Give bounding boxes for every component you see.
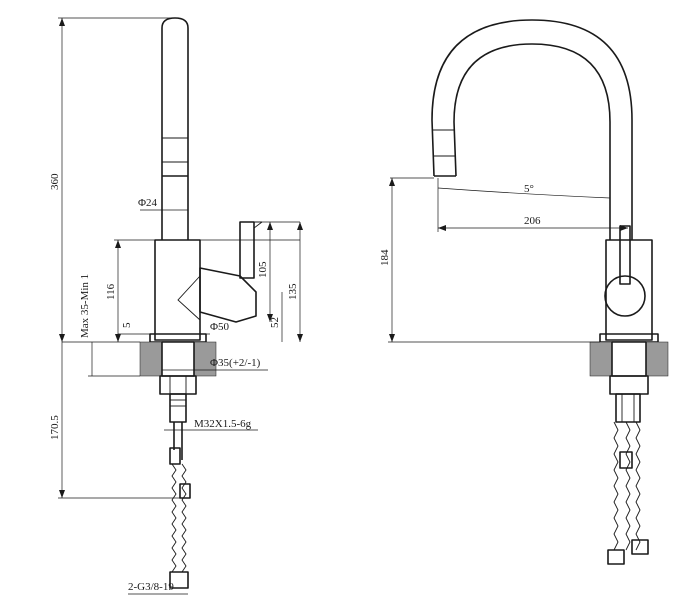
right-braided-hose bbox=[625, 421, 631, 551]
right-braided-hose bbox=[635, 421, 641, 551]
label-206: 206 bbox=[524, 215, 541, 227]
left-mixer-cone bbox=[177, 275, 201, 321]
arrowhead bbox=[115, 334, 121, 342]
label-thread: M32X1.5-6g bbox=[194, 418, 252, 430]
arrowhead bbox=[115, 240, 121, 248]
arrowhead bbox=[59, 490, 65, 498]
left-braided-hose bbox=[181, 463, 187, 573]
left-mixer-housing bbox=[199, 267, 257, 323]
arrowhead bbox=[267, 314, 273, 322]
right-mixer-cap bbox=[604, 275, 646, 317]
left-lever-handle bbox=[239, 221, 255, 279]
label-52: 52 bbox=[269, 317, 281, 328]
arrowhead bbox=[438, 225, 446, 231]
left-braided-hose bbox=[171, 463, 177, 573]
right-mounting-shank bbox=[611, 341, 647, 377]
dimension-arrowheads bbox=[59, 18, 628, 498]
left-faucet-body bbox=[154, 239, 201, 341]
label-170-5: 170.5 bbox=[49, 415, 61, 440]
left-hose-fitting bbox=[169, 447, 181, 465]
arrowhead bbox=[389, 334, 395, 342]
label-deck-thickness: Max 35-Min 1 bbox=[79, 274, 91, 338]
arrowhead bbox=[59, 334, 65, 342]
right-countertop-right bbox=[645, 341, 669, 377]
left-lever-top bbox=[253, 221, 263, 229]
label-5: 5 bbox=[121, 322, 133, 328]
left-threaded-rod bbox=[169, 393, 187, 423]
arrowhead bbox=[59, 18, 65, 26]
right-countertop-left bbox=[589, 341, 613, 377]
label-360: 360 bbox=[49, 173, 61, 190]
left-hose bbox=[173, 422, 183, 460]
right-braided-hose bbox=[613, 421, 619, 551]
left-lock-nut bbox=[159, 375, 197, 395]
label-116: 116 bbox=[105, 283, 117, 300]
right-hose-fitting bbox=[619, 451, 633, 469]
right-gooseneck-spout-inner bbox=[453, 43, 611, 240]
arrowhead bbox=[297, 222, 303, 230]
label-105: 105 bbox=[257, 261, 269, 278]
label-angle: 5° bbox=[524, 183, 534, 195]
label-phi24: Φ24 bbox=[138, 197, 158, 209]
left-hose-end-fitting bbox=[169, 571, 189, 589]
arrowhead bbox=[620, 225, 628, 231]
left-countertop-left bbox=[139, 341, 163, 377]
label-phi50: Φ50 bbox=[210, 321, 230, 333]
arrowhead bbox=[297, 334, 303, 342]
right-gooseneck-spout bbox=[431, 19, 633, 240]
arrowhead bbox=[389, 178, 395, 186]
right-hose-end-fitting bbox=[607, 549, 625, 565]
right-lever-handle bbox=[619, 225, 631, 285]
right-threaded-rod bbox=[615, 393, 641, 423]
label-phi35: Φ35(+2/-1) bbox=[210, 357, 261, 369]
right-hose-end-fitting bbox=[631, 539, 649, 555]
right-lock-nut bbox=[609, 375, 649, 395]
dim-angle-arc bbox=[437, 187, 611, 199]
left-side-view: 360 Φ24 116 105 135 52 Φ50 5 Max 35-Min … bbox=[49, 17, 301, 595]
left-mounting-shank bbox=[161, 341, 195, 377]
right-faucet-body bbox=[605, 239, 653, 341]
arrowhead bbox=[267, 222, 273, 230]
right-front-view: 5° 206 184 bbox=[379, 19, 669, 565]
label-hose-thread: 2-G3/8-19 bbox=[128, 581, 174, 593]
label-135: 135 bbox=[287, 283, 299, 300]
left-spout-tube bbox=[161, 17, 189, 240]
label-184: 184 bbox=[379, 249, 391, 266]
